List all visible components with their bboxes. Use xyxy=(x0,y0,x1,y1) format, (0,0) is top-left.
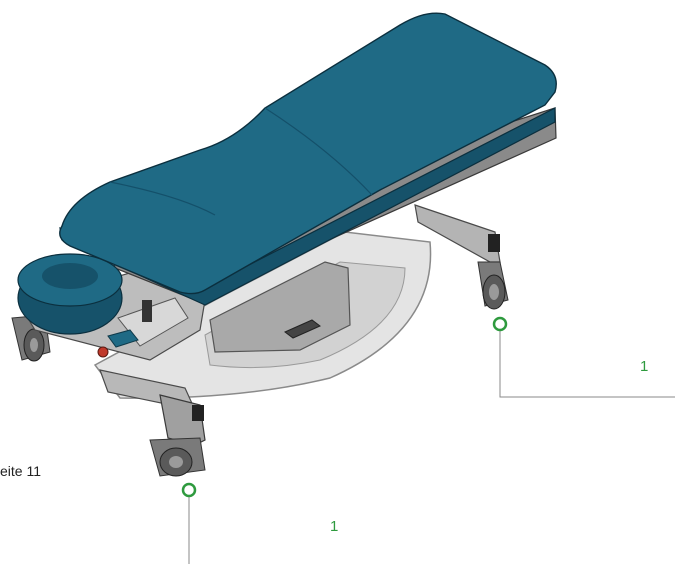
callout-leader-rear xyxy=(499,330,675,398)
page-reference-text: eite 11 xyxy=(0,463,41,479)
table-pad-top xyxy=(59,12,557,295)
remote-control xyxy=(107,329,139,348)
callout-marker-rear xyxy=(492,316,508,332)
foot-pedal xyxy=(284,319,321,339)
joystick xyxy=(142,300,152,322)
callout-label-front: 1 xyxy=(330,518,339,535)
rear-leg-cap xyxy=(488,234,500,252)
callout-marker-front xyxy=(181,482,197,498)
pad-seam xyxy=(109,181,216,216)
front-leg-cap xyxy=(192,405,204,421)
caster-left xyxy=(11,314,51,362)
caster-rear-right xyxy=(477,261,509,310)
head-rest xyxy=(17,253,123,335)
callout-label-rear: 1 xyxy=(640,358,649,375)
column-housing xyxy=(209,261,351,353)
pad-seam-2 xyxy=(264,107,373,196)
button-red xyxy=(97,346,109,358)
caster-front xyxy=(149,437,206,477)
